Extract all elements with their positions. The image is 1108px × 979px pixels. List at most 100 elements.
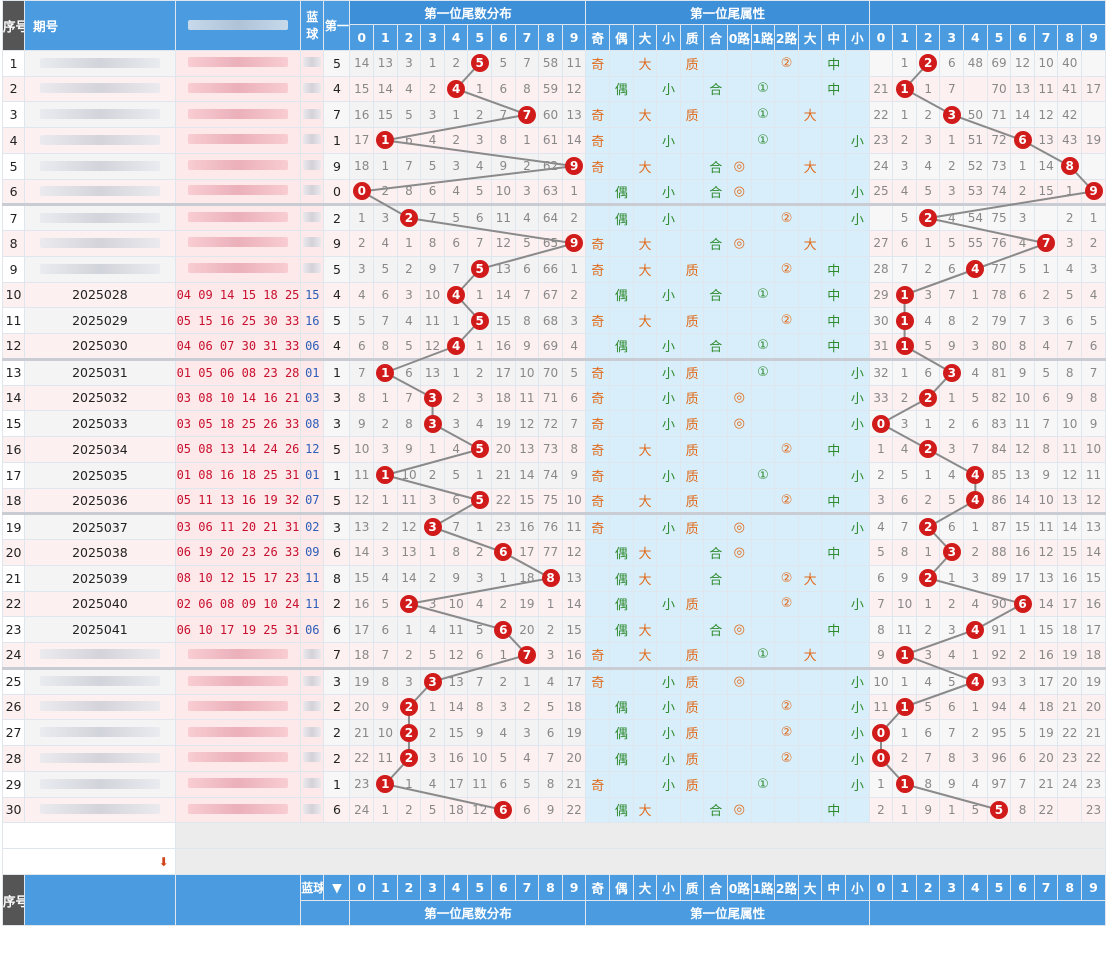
attr-cell [727,487,752,515]
tail-col-2: 2 [915,873,941,901]
dist-cell: 8 [561,436,587,463]
first-digit-cell: 3 [323,384,351,412]
attr-cell: 奇 [585,487,611,515]
attr-cell [821,461,847,489]
tail-col-9: 9 [1081,873,1106,901]
attr-cell: ① [750,101,776,128]
seq-footer: 序号 [1,873,26,927]
dist-cell: 9 [373,693,398,721]
dist-cell: 20 [349,693,375,721]
tail-cell: 10 [1081,436,1106,463]
attr-cell [727,564,752,592]
numbers-cell [174,152,302,180]
dist-cell: 17 [349,127,375,154]
attr-cell: 中 [821,616,847,643]
dist-cell: 20 [514,616,540,643]
attr-col-7: 1路 [750,873,776,901]
attr-cell: 质 [679,307,705,334]
period-select[interactable]: ⬇ [2,848,176,875]
first-digit-cell: 3 [323,666,351,695]
tail-col-7: 7 [1033,24,1059,51]
dist-ball: 6 [494,620,513,639]
attr-cell [703,436,729,463]
dist-ball: 9 [565,234,584,253]
attr-cell [703,487,729,515]
blue-cell [300,75,325,103]
tail-col-7: 7 [1033,873,1059,901]
tail-cell: 1 [1057,178,1083,206]
tail-col-8: 8 [1057,873,1083,901]
dist-cell: 71 [538,384,563,412]
attr-cell: 质 [679,719,705,746]
attr-cell [797,487,823,515]
attr-cell: ① [750,127,776,154]
tail-cell: 4 [892,436,917,463]
dist-cell: 11 [396,487,422,515]
dist-cell: 74 [538,461,563,489]
dist-cell: 5 [420,796,445,824]
tail-cell: 17 [1057,590,1083,618]
tail-cell: 6 [939,49,965,77]
numbers-cell [174,101,302,128]
attr-cell [703,642,729,669]
attr-cell: 大 [797,152,823,180]
dist-cell: 5 [491,49,516,77]
attr-cell: 质 [679,255,705,283]
tail-cell: 55 [963,230,988,257]
seq-cell: 29 [1,770,26,798]
dist-cell: 6 [514,255,540,283]
dist-cell: 2 [561,281,587,309]
attr-cell: 小 [656,410,681,437]
dist-cell: 4 [491,719,516,746]
tail-cell: 3 [939,539,965,566]
tail-cell: 7 [939,281,965,309]
attr-cell [609,127,634,154]
tail-ball: 4 [966,491,985,510]
tail-cell: 22 [1081,745,1106,772]
attr-cell [656,564,681,592]
attr-cell: 中 [821,539,847,566]
attr-cell [703,461,729,489]
period-cell: 2025030 [24,333,176,360]
dist-cell: 5 [467,307,493,334]
attr-cell [632,770,658,798]
attr-cell [750,564,776,592]
dist-cell: 5 [491,745,516,772]
attr-cell [774,178,799,206]
attr-cell [750,384,776,412]
seq-cell: 14 [1,384,26,412]
attr-cell [774,230,799,257]
dist-cell: 18 [349,152,375,180]
tail-cell: 3 [963,745,988,772]
tail-cell: 82 [986,384,1012,412]
dist-cell: 5 [420,152,445,180]
attr-cell [679,75,705,103]
attr-cell [727,49,752,77]
attr-col-6: 0路 [727,873,752,901]
tail-cell: 84 [986,436,1012,463]
attr-cell: 偶 [609,693,634,721]
attr-cell [797,461,823,489]
attr-cell: 偶 [609,539,634,566]
attr-cell: 大 [797,642,823,669]
tail-cell: 3 [892,410,917,437]
attr-cell [845,230,870,257]
dist-cell: 21 [491,461,516,489]
tail-cell: 7 [915,745,941,772]
tail-cell: 3 [1033,307,1059,334]
period-header: 期号 [24,0,176,51]
blue-cell [300,770,325,798]
dropdown-arrow-icon[interactable]: ⬇ [158,854,169,869]
tail-cell: 4 [1010,693,1035,721]
attr-cell [703,719,729,746]
tail-cell: 1 [892,770,917,798]
dist-ball: 5 [470,311,489,330]
attr-cell: 中 [821,333,847,360]
dist-ball: 3 [423,388,442,407]
attr-col-11: 小 [845,24,870,51]
dist-cell: 10 [561,487,587,515]
dist-section-title: 第一位尾数分布 [349,899,587,927]
attr-cell: 小 [656,384,681,412]
dist-cell: 6 [373,616,398,643]
